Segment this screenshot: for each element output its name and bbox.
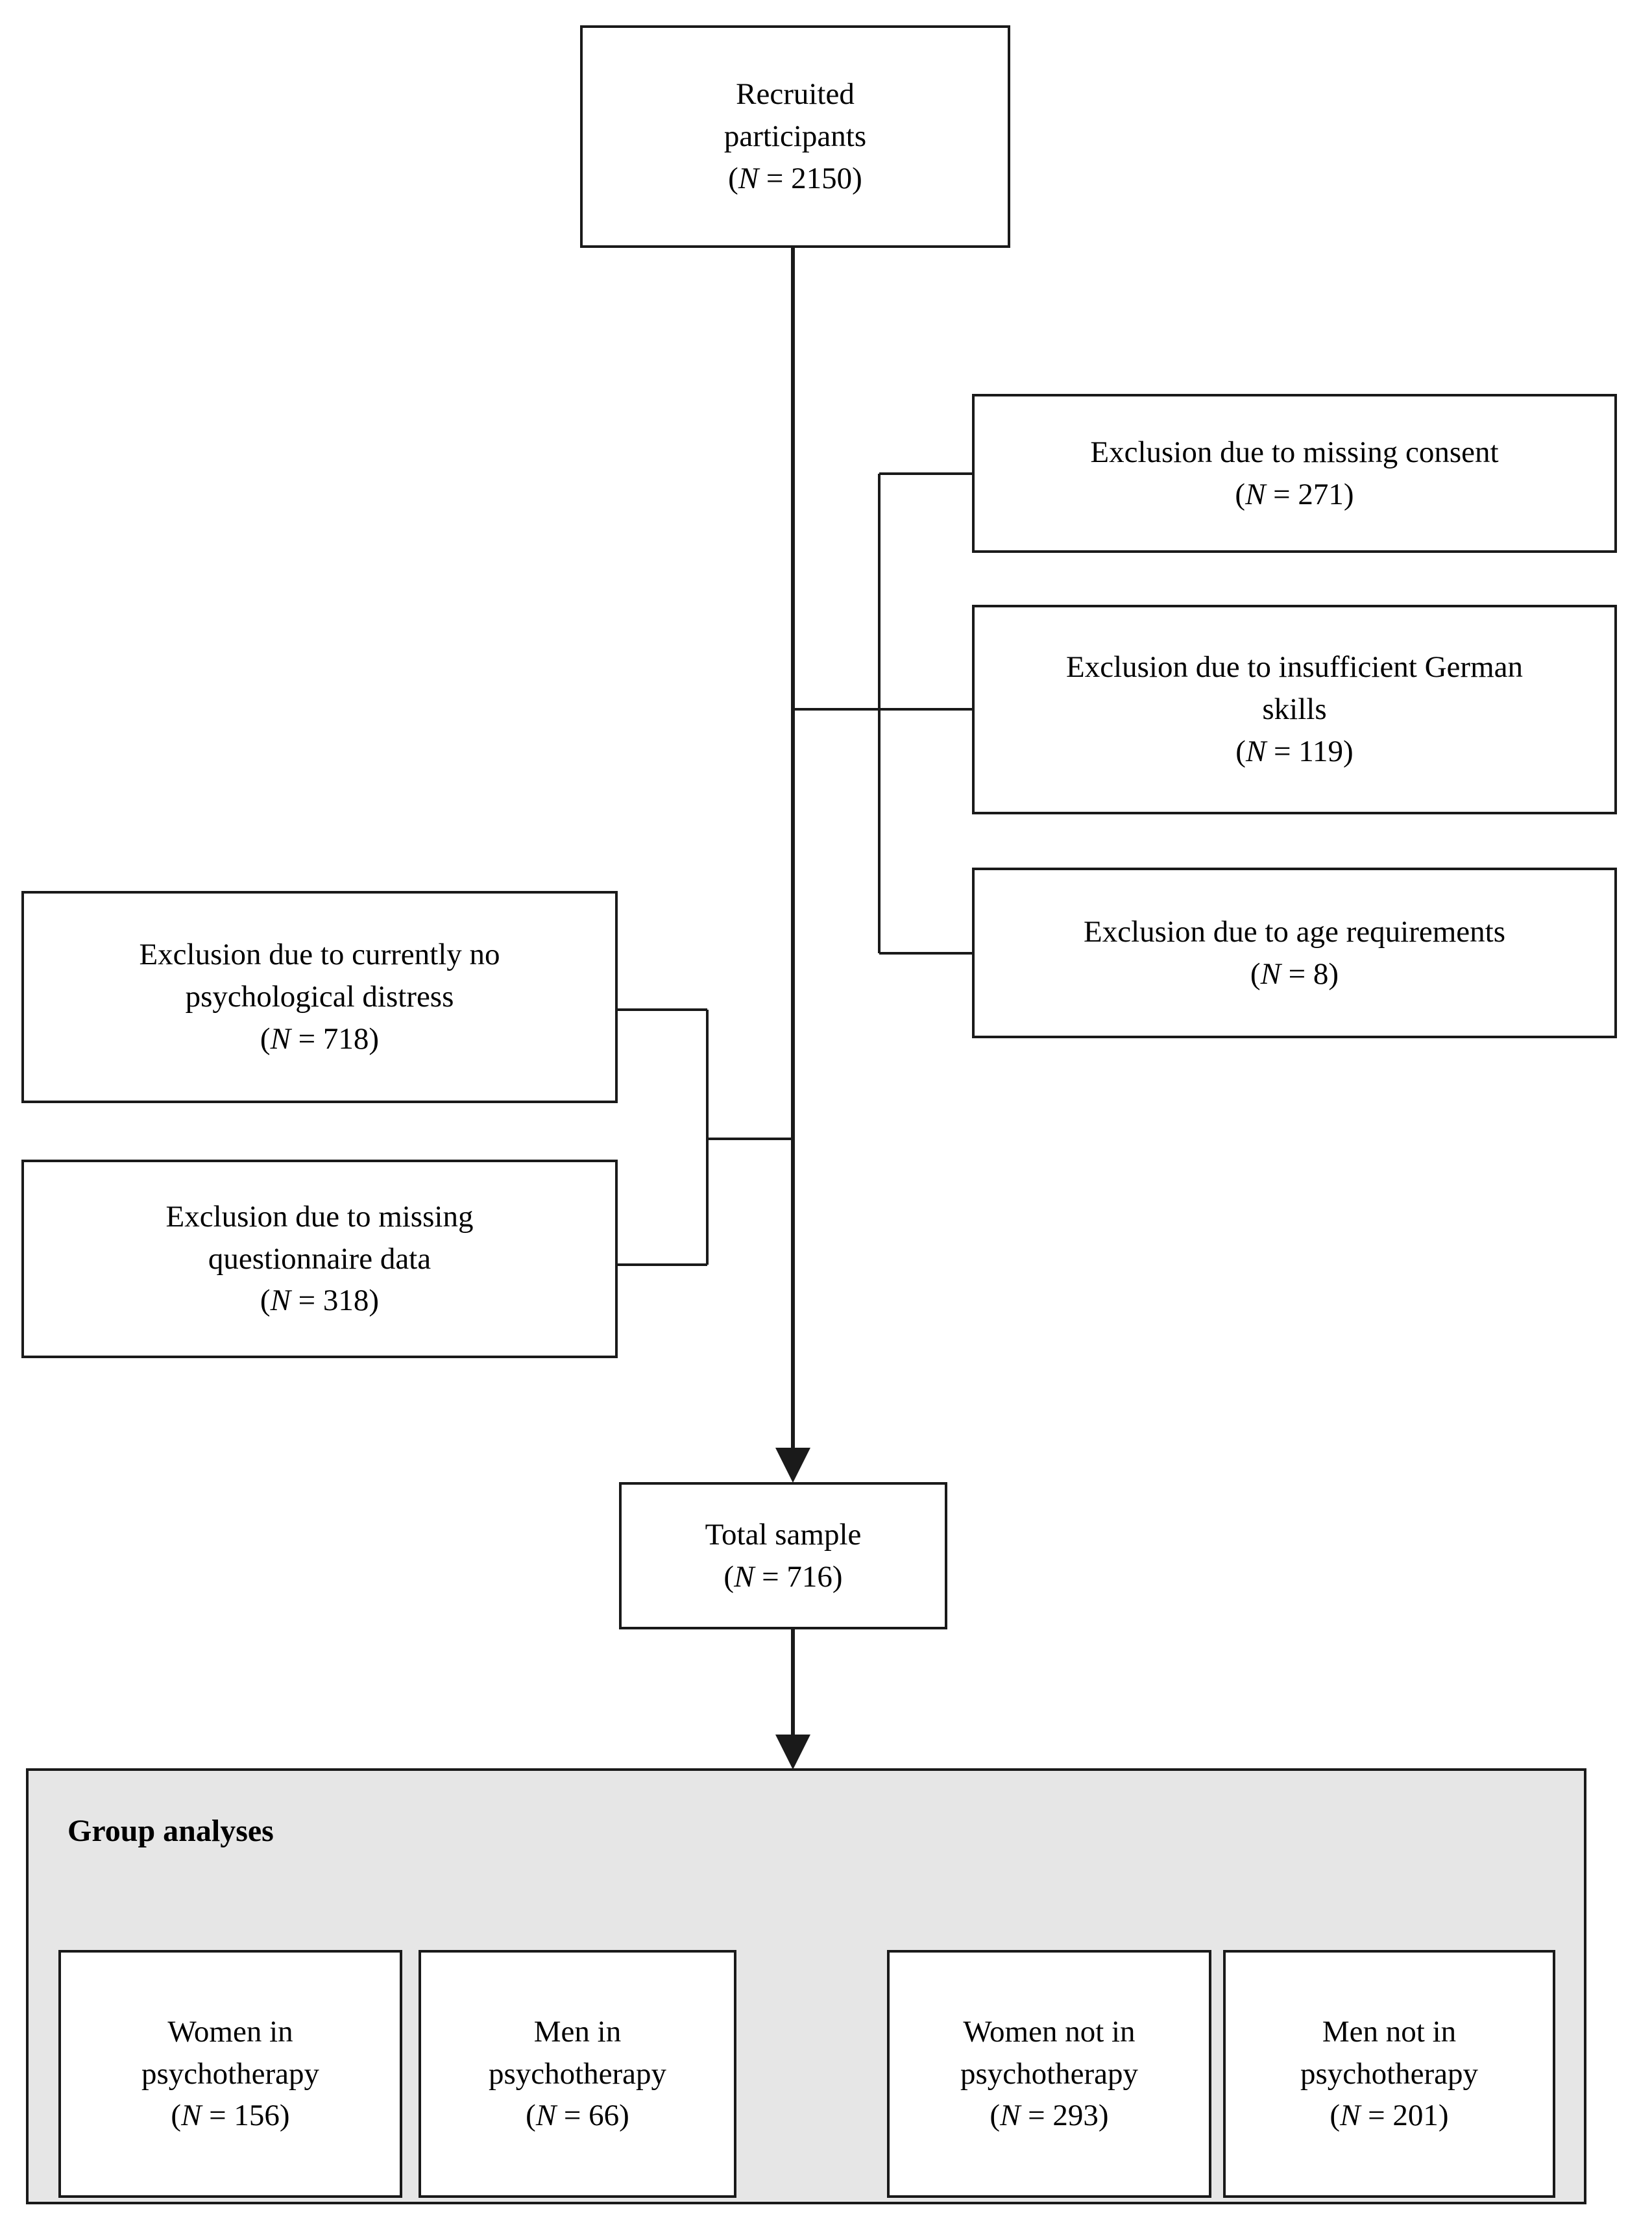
node-recruited-participants: Recruited participants (N = 2150): [580, 25, 1010, 248]
exclusion-distress-line1: Exclusion due to currently no: [139, 938, 500, 972]
recruited-line2: participants: [723, 119, 867, 154]
connector-right-exclusions: [793, 472, 972, 955]
node-exclusion-age-requirements: Exclusion due to age requirements (N = 8…: [972, 868, 1617, 1038]
exclusion-questionnaire-line1: Exclusion due to missing: [165, 1199, 474, 1234]
exclusion-consent-count: (N = 271): [1235, 477, 1354, 511]
group-women-in-line1: Women in: [167, 2014, 293, 2049]
group-analyses-title: Group analyses: [67, 1814, 274, 1848]
node-exclusion-missing-questionnaire: Exclusion due to missing questionnaire d…: [21, 1160, 618, 1358]
exclusion-consent-line1: Exclusion due to missing consent: [1090, 435, 1499, 469]
node-exclusion-german-skills: Exclusion due to insufficient German ski…: [972, 605, 1617, 814]
exclusion-questionnaire-count: (N = 318): [260, 1284, 380, 1318]
group-men-not-line1: Men not in: [1322, 2014, 1457, 2049]
group-men-in-line2: psychotherapy: [488, 2056, 667, 2091]
node-exclusion-missing-consent: Exclusion due to missing consent (N = 27…: [972, 394, 1617, 553]
group-women-not-count: (N = 293): [990, 2099, 1109, 2133]
exclusion-distress-line2: psychological distress: [185, 980, 454, 1014]
recruited-count: (N = 2150): [728, 161, 862, 195]
group-women-in-line2: psychotherapy: [141, 2056, 320, 2091]
exclusion-german-line1: Exclusion due to insufficient German: [1066, 650, 1523, 685]
node-group-women-in-psychotherapy: Women in psychotherapy (N = 156): [58, 1950, 402, 2198]
node-exclusion-no-distress: Exclusion due to currently no psychologi…: [21, 891, 618, 1103]
exclusion-german-line2: skills: [1262, 692, 1327, 727]
group-women-not-line1: Women not in: [963, 2014, 1136, 2049]
node-group-men-not-in-psychotherapy: Men not in psychotherapy (N = 201): [1223, 1950, 1555, 2198]
group-women-in-count: (N = 156): [171, 2099, 290, 2133]
node-total-sample: Total sample (N = 716): [619, 1482, 947, 1629]
node-group-women-not-in-psychotherapy: Women not in psychotherapy (N = 293): [887, 1950, 1211, 2198]
recruited-line1: Recruited: [736, 77, 855, 112]
node-group-men-in-psychotherapy: Men in psychotherapy (N = 66): [419, 1950, 736, 2198]
exclusion-distress-count: (N = 718): [260, 1021, 380, 1056]
group-men-not-line2: psychotherapy: [1300, 2056, 1479, 2091]
total-sample-line1: Total sample: [705, 1517, 862, 1552]
exclusion-age-count: (N = 8): [1250, 956, 1339, 991]
group-women-not-line2: psychotherapy: [960, 2056, 1139, 2091]
group-men-not-count: (N = 201): [1330, 2099, 1449, 2133]
total-sample-count: (N = 716): [723, 1559, 843, 1594]
connector-left-exclusions: [618, 1008, 793, 1266]
exclusion-age-line1: Exclusion due to age requirements: [1084, 914, 1505, 949]
exclusion-german-count: (N = 119): [1235, 734, 1354, 768]
group-men-in-count: (N = 66): [526, 2099, 629, 2133]
exclusion-questionnaire-line2: questionnaire data: [208, 1241, 431, 1276]
group-men-in-line1: Men in: [533, 2014, 622, 2049]
